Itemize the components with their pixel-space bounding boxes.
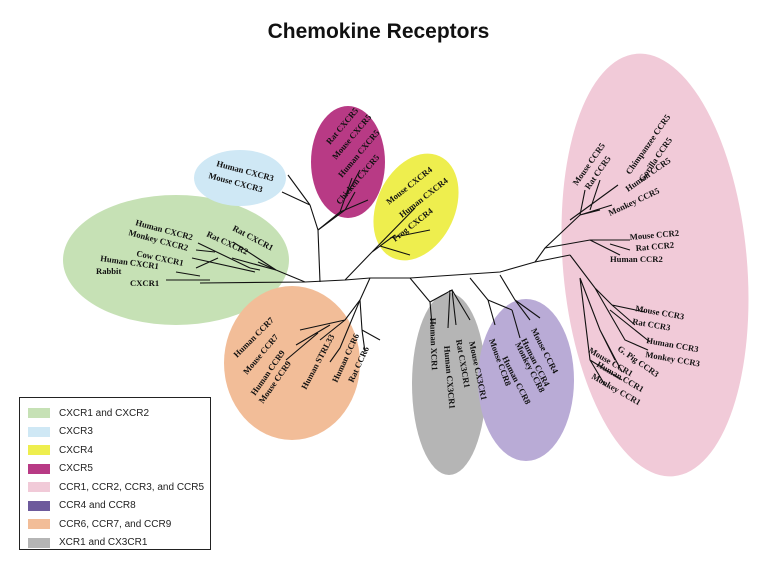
leaf-label: Human XCR1 bbox=[428, 318, 440, 371]
group-ellipse-cxcr3 bbox=[194, 150, 286, 206]
legend-label: CCR6, CCR7, and CCR9 bbox=[59, 518, 172, 530]
group-ellipse-cxcr5 bbox=[311, 106, 385, 218]
legend-item-cxcr5: CXCR5 bbox=[28, 460, 210, 479]
group-ellipse-xcr bbox=[412, 293, 486, 475]
legend-swatch bbox=[28, 408, 50, 419]
legend-item-ccr6-7-9: CCR6, CCR7, and CCR9 bbox=[28, 515, 210, 534]
leaf-label: Human CCR2 bbox=[610, 254, 663, 264]
legend-swatch bbox=[28, 500, 50, 511]
legend-item-cxcr1-cxcr2: CXCR1 and CXCR2 bbox=[28, 404, 210, 423]
group-ellipse-ccr1235 bbox=[561, 53, 749, 477]
legend-swatch bbox=[28, 537, 50, 548]
legend-swatch bbox=[28, 519, 50, 530]
legend-item-ccr1-2-3-5: CCR1, CCR2, CCR3, and CCR5 bbox=[28, 478, 210, 497]
legend-swatch bbox=[28, 445, 50, 456]
legend-item-cxcr3: CXCR3 bbox=[28, 423, 210, 442]
legend-item-ccr4-ccr8: CCR4 and CCR8 bbox=[28, 497, 210, 516]
group-ellipse-cxcr4 bbox=[373, 153, 459, 261]
legend-label: CCR1, CCR2, CCR3, and CCR5 bbox=[59, 481, 205, 493]
legend-swatch bbox=[28, 426, 50, 437]
legend-label: CXCR5 bbox=[59, 463, 93, 475]
diagram-title: Chemokine Receptors bbox=[267, 20, 490, 43]
legend-label: CXCR3 bbox=[59, 426, 93, 438]
group-ellipse-cxcr12 bbox=[63, 195, 289, 325]
leaf-label: Mouse CCR2 bbox=[629, 228, 679, 242]
legend-item-xcr1-cx3cr1: XCR1 and CX3CR1 bbox=[28, 534, 210, 553]
group-ellipse-ccr48 bbox=[478, 299, 574, 461]
legend-label: XCR1 and CX3CR1 bbox=[59, 537, 148, 549]
leaf-label: Rat CCR2 bbox=[635, 240, 674, 253]
tree-branches bbox=[166, 169, 651, 386]
legend-label: CCR4 and CCR8 bbox=[59, 500, 136, 512]
legend-label: CXCR1 and CXCR2 bbox=[59, 407, 150, 419]
leaf-label: CXCR1 bbox=[130, 278, 159, 288]
legend-label: CXCR4 bbox=[59, 444, 93, 456]
legend-swatch bbox=[28, 463, 50, 474]
leaf-label: Rabbit bbox=[96, 266, 121, 276]
legend-swatch bbox=[28, 482, 50, 493]
legend-item-cxcr4: CXCR4 bbox=[28, 441, 210, 460]
legend: CXCR1 and CXCR2 CXCR3 CXCR4 CXCR5 CCR1, … bbox=[19, 397, 211, 550]
